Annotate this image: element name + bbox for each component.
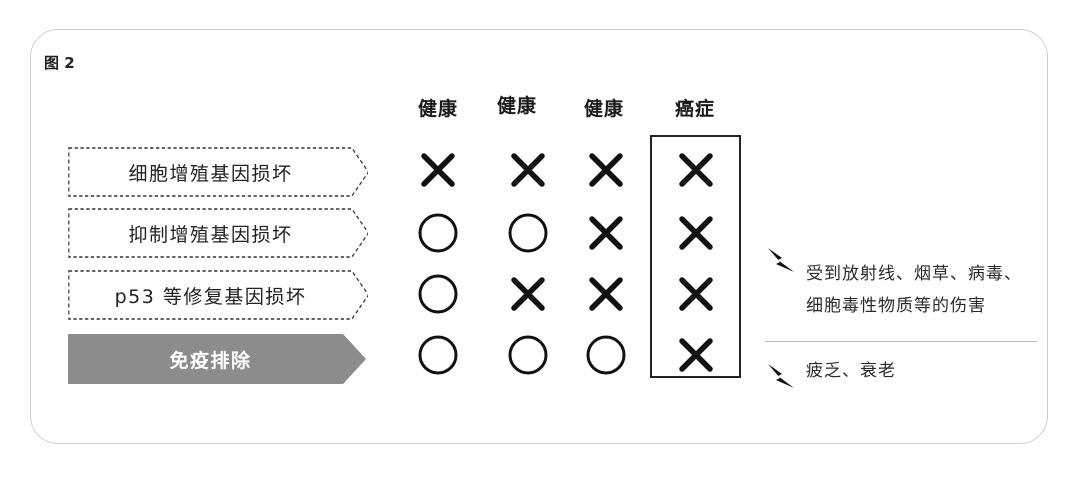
cross-icon	[584, 148, 628, 192]
column-header-2: 健康	[496, 95, 538, 117]
aging-cause: 疲乏、衰老	[806, 361, 896, 381]
dashed-arrow-shape	[68, 208, 368, 258]
figure-label: 图 2	[44, 54, 75, 72]
circle-icon	[506, 211, 550, 255]
row-label-box: 抑制增殖基因损坏	[68, 208, 368, 258]
cross-icon	[674, 333, 718, 377]
circle-icon	[416, 333, 460, 377]
row-label: p53 等修复基因损坏	[114, 285, 307, 308]
cross-icon	[506, 148, 550, 192]
lightning-bolt-icon	[768, 248, 794, 272]
row-label-box: 细胞增殖基因损坏	[68, 147, 368, 197]
cross-icon	[416, 148, 460, 192]
column-header-4: 癌症	[674, 98, 716, 120]
column-header-1: 健康	[417, 98, 459, 120]
lightning-bolt-icon	[768, 364, 794, 388]
circle-icon	[584, 333, 628, 377]
solid-arrow-shape	[68, 334, 366, 384]
dashed-arrow-shape	[68, 147, 368, 197]
cross-icon	[584, 211, 628, 255]
row-label: 抑制增殖基因损坏	[128, 223, 293, 246]
circle-icon	[416, 211, 460, 255]
damage-causes-line-2: 细胞毒性物质等的伤害	[806, 296, 986, 316]
row-label: 细胞增殖基因损坏	[128, 162, 293, 185]
circle-icon	[416, 272, 460, 316]
column-header-3: 健康	[583, 98, 625, 120]
cross-icon	[674, 211, 718, 255]
row-label: 免疫排除	[169, 349, 252, 372]
cross-icon	[506, 272, 550, 316]
row-label-box: p53 等修复基因损坏	[68, 270, 368, 320]
damage-causes-line-1: 受到放射线、烟草、病毒、	[806, 264, 1022, 284]
cross-icon	[674, 148, 718, 192]
row-label-box-solid: 免疫排除	[68, 334, 368, 384]
cross-icon	[674, 272, 718, 316]
cross-icon	[584, 272, 628, 316]
figure-frame	[30, 29, 1048, 444]
circle-icon	[506, 333, 550, 377]
cancer-column-box	[650, 135, 741, 378]
dashed-arrow-shape	[68, 270, 368, 320]
notes-divider	[765, 341, 1037, 342]
